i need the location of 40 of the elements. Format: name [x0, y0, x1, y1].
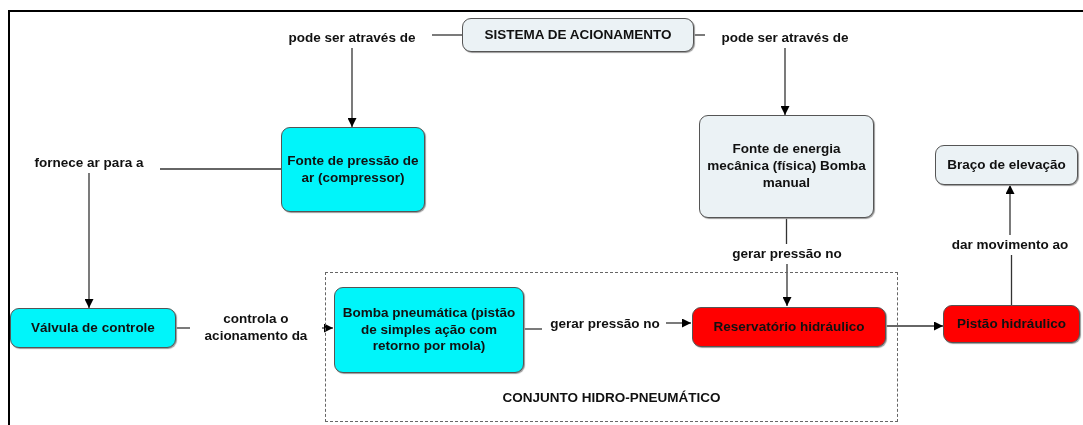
node-label: pode ser através de: [720, 29, 850, 47]
connector: [1010, 254, 1013, 306]
connector: [1005, 184, 1015, 236]
node-label: pode ser através de: [287, 29, 417, 47]
connector: [321, 323, 334, 333]
concept-box: [935, 145, 1078, 185]
connector: [347, 47, 357, 128]
group-box: [325, 272, 898, 422]
group-label: CONJUNTO HIDRO-PNEUMÁTICO: [501, 390, 722, 407]
connector: [780, 47, 790, 116]
connector: [84, 172, 94, 309]
concept-box: [334, 287, 524, 373]
connector: [665, 318, 692, 328]
node-label: controla o acionamento da: [203, 311, 309, 345]
concept-box: [462, 18, 694, 52]
concept-box: [699, 115, 874, 218]
node-label: Fonte de energia mecânica (física) Bomba manual: [706, 141, 867, 192]
node-label: fornece ar para a: [33, 154, 145, 172]
connector: [785, 217, 788, 245]
node-label: Pistão hidráulico: [956, 315, 1067, 333]
connector: [175, 327, 191, 329]
concept-box: [281, 127, 425, 212]
node-label: Reservatório hidráulico: [712, 318, 866, 336]
node-label: Bomba pneumática (pistão de simples ação com retorno por mola): [341, 304, 517, 356]
concept-box: [692, 307, 886, 347]
connector: [693, 34, 706, 36]
connector: [884, 321, 944, 331]
concept-box: [10, 308, 176, 348]
node-label: dar movimento ao: [950, 236, 1070, 254]
node-label: gerar pressão no: [731, 245, 843, 263]
connector: [159, 168, 282, 170]
connector: [782, 263, 792, 307]
concept-box: [943, 305, 1080, 343]
node-label: Válvula de controle: [30, 319, 156, 337]
node-label: Braço de elevação: [946, 156, 1067, 174]
node-label: Fonte de pressão de ar (compressor): [286, 152, 420, 187]
connector: [431, 34, 463, 36]
node-label: gerar pressão no: [549, 315, 661, 333]
node-label: SISTEMA DE ACIONAMENTO: [483, 26, 673, 44]
connector: [522, 328, 543, 330]
